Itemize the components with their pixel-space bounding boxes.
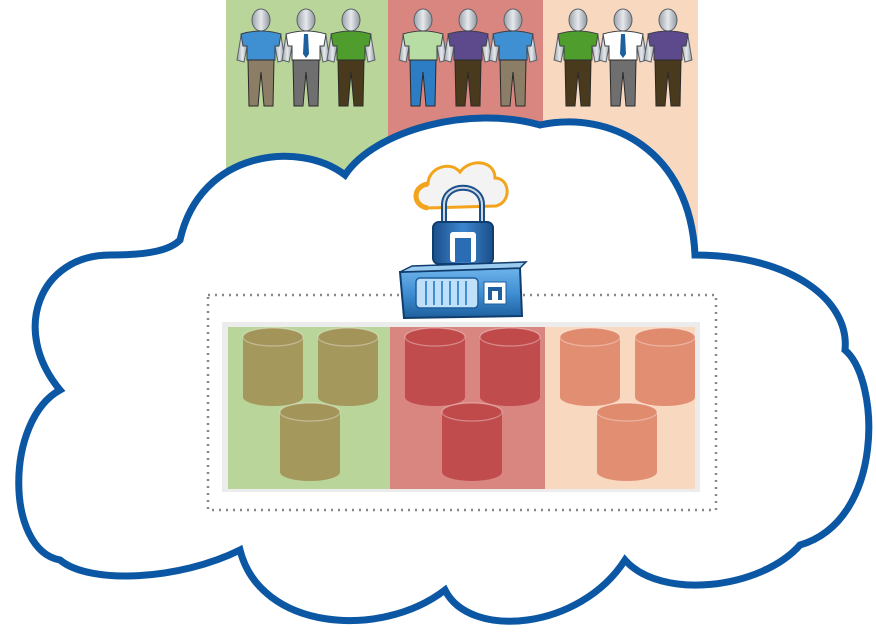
user-icon [443, 8, 493, 107]
storage-volumes [242, 327, 696, 481]
user-icon [643, 8, 693, 107]
database-cylinder-icon [479, 327, 541, 406]
database-cylinder-icon [441, 402, 503, 481]
database-cylinder-icon [279, 402, 341, 481]
user-icon [281, 8, 331, 107]
database-cylinder-icon [596, 402, 658, 481]
storage-controller-icon [398, 261, 528, 320]
user-icon [326, 8, 376, 107]
database-cylinder-icon [559, 327, 621, 406]
secure-cloud-lock [413, 161, 509, 265]
database-cylinder-icon [404, 327, 466, 406]
user-icon [398, 8, 448, 107]
padlock-icon [432, 184, 494, 265]
tenant-users [236, 8, 693, 107]
user-icon [488, 8, 538, 107]
database-cylinder-icon [634, 327, 696, 406]
user-icon [553, 8, 603, 107]
database-cylinder-icon [242, 327, 304, 406]
database-cylinder-icon [317, 327, 379, 406]
